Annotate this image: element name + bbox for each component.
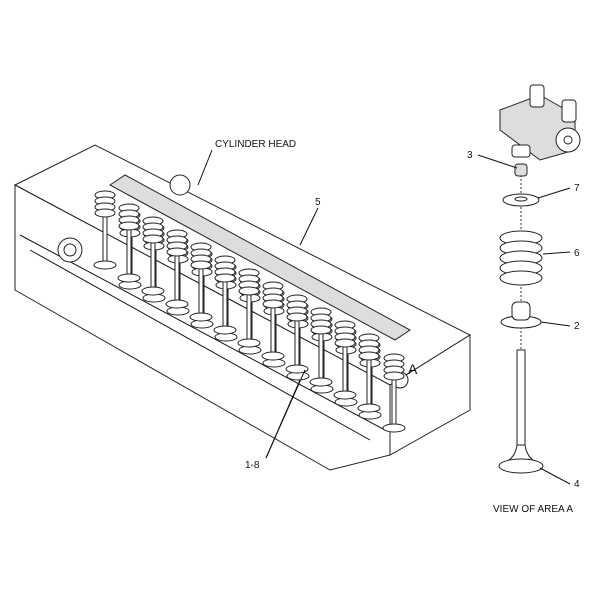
- label-item-5: 5: [315, 197, 321, 208]
- valve-seal: [500, 301, 542, 329]
- label-area-a: A: [408, 361, 418, 377]
- exploded-view-area-a: [498, 84, 581, 474]
- valve-bridge-cap: [514, 163, 528, 177]
- valve-spring: [499, 230, 543, 286]
- label-cylinder-head: CYLINDER HEAD: [215, 139, 296, 150]
- label-item-4: 4: [574, 479, 580, 490]
- view-caption: VIEW OF AREA A: [493, 504, 573, 515]
- valve-train-row: [93, 190, 406, 433]
- cylinder-head-assembly: [13, 144, 472, 471]
- label-item-6: 6: [574, 248, 580, 259]
- label-item-1-8: 1-8: [245, 460, 260, 471]
- rocker-shaft: [109, 174, 411, 341]
- label-item-7: 7: [574, 183, 580, 194]
- label-item-3: 3: [467, 150, 473, 161]
- rocker-arm: [499, 84, 581, 161]
- valve: [498, 349, 544, 474]
- label-item-2: 2: [574, 321, 580, 332]
